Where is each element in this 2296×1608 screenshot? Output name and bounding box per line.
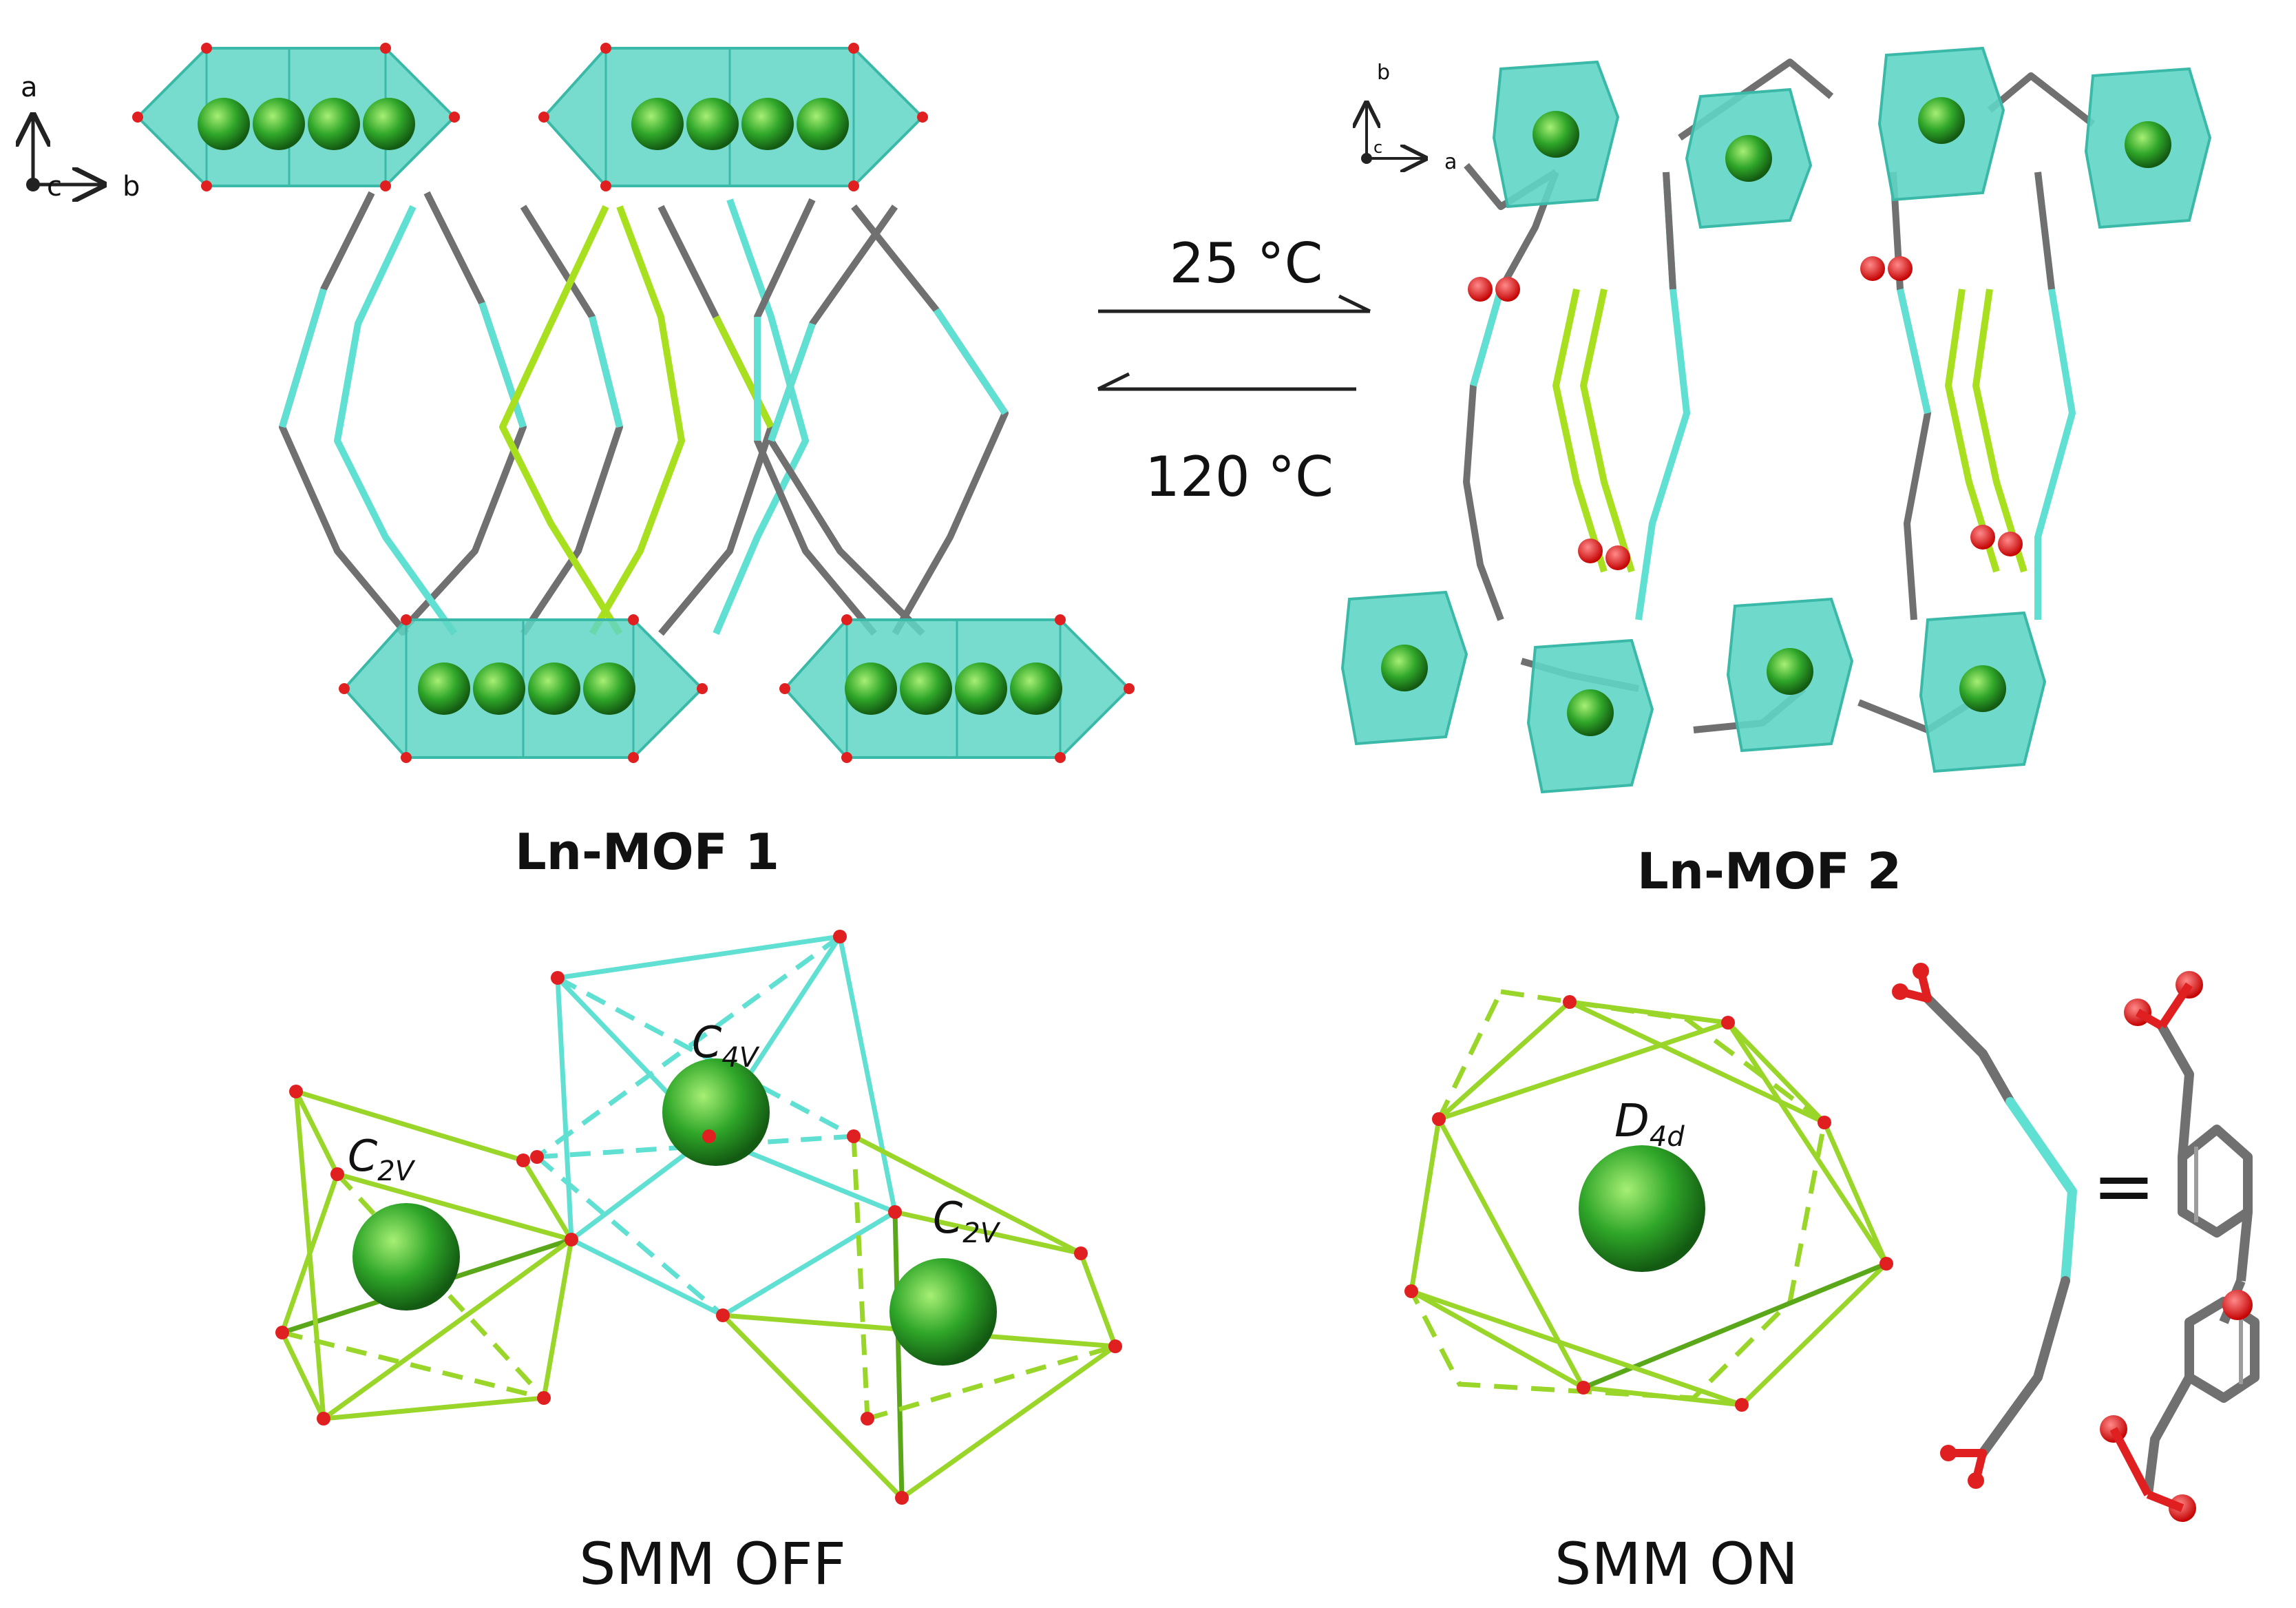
axis-a-label: a — [21, 72, 38, 103]
smm-off-label: SMM OFF — [579, 1530, 846, 1598]
simplified-linker — [1892, 963, 2077, 1489]
mof1-metal-chain-bottom-right — [783, 618, 1131, 759]
mof2-oxygen-atoms — [1468, 256, 2023, 570]
reverse-arrow — [1097, 372, 1356, 391]
ln-mof-2-label: Ln-MOF 2 — [1637, 842, 1902, 900]
reverse-temperature-label: 120 °C — [1145, 445, 1334, 509]
axis-c-label: c — [47, 171, 62, 202]
d4d-symbol: D4d — [1614, 1094, 1685, 1153]
ln-mof-1-label: Ln-MOF 1 — [515, 823, 779, 881]
temperature-transition: 25 °C 120 °C — [1097, 231, 1371, 509]
smm-on-label: SMM ON — [1555, 1530, 1798, 1598]
equals-sign: = — [2092, 1142, 2156, 1230]
c4v-polyhedron — [535, 934, 898, 1318]
mof2-metal-atoms — [1381, 97, 2171, 736]
ln-mof-2-structure: b c a — [1340, 46, 2212, 794]
metal-atom-c4v — [662, 1058, 770, 1166]
mof1-metal-chain-top-right — [542, 47, 925, 187]
smm-on-vertex-atoms — [1404, 995, 1893, 1412]
mof1-oxygen-atoms — [132, 43, 1135, 763]
mof1-metal-chain-top-left — [136, 47, 456, 187]
axis-b-label: b — [1377, 61, 1390, 85]
axis-a-label: a — [1444, 150, 1457, 174]
metal-atom-d4d — [1579, 1145, 1705, 1272]
metal-atom-c2v-left — [352, 1203, 460, 1311]
c4v-symbol: C4V — [692, 1017, 760, 1074]
d4d-square-antiprism — [1409, 989, 1890, 1408]
mof1-linkers — [279, 191, 1009, 636]
metal-atom-c2v-right — [889, 1258, 997, 1366]
axis-b-label: b — [123, 171, 140, 202]
ball-and-stick-linker — [2100, 971, 2260, 1522]
smm-off-coordination-polyhedra: C2V C4V C2V — [275, 930, 1122, 1505]
axes-indicator-mof2: b c a — [1361, 61, 1457, 174]
smm-off-vertex-atoms — [275, 930, 1122, 1505]
smm-on-coordination-polyhedron: D4d — [1404, 989, 1893, 1412]
axis-c-label: c — [1373, 138, 1382, 157]
forward-arrow — [1098, 294, 1371, 313]
c2v-right-symbol: C2V — [933, 1193, 1001, 1249]
c2v-left-symbol: C2V — [348, 1131, 416, 1187]
ln-mof-1-structure: a c b — [21, 43, 1135, 763]
forward-temperature-label: 25 °C — [1169, 231, 1323, 295]
axes-indicator-mof1: a c b — [21, 72, 140, 202]
mof1-metal-chain-bottom-left — [342, 618, 704, 759]
